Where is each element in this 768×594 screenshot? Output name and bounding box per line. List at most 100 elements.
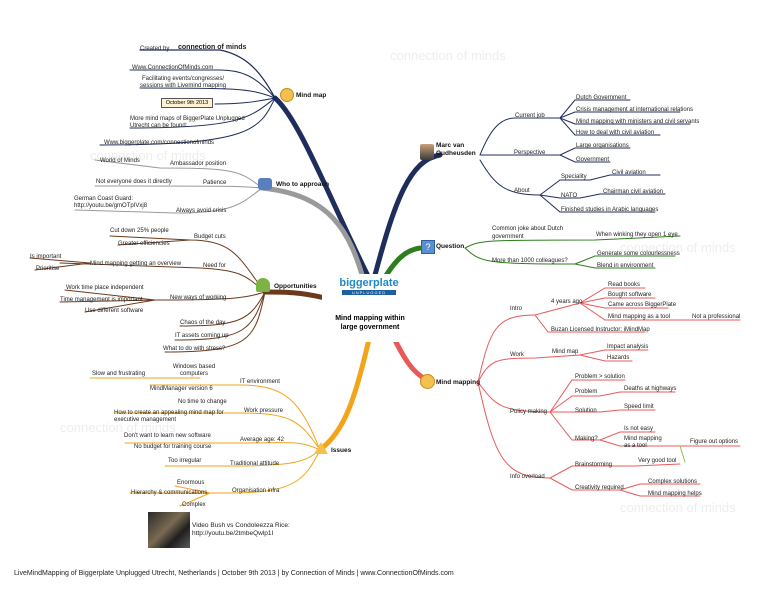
hierarchy: Hierarchy & communications xyxy=(131,490,208,496)
perspective: Perspective xyxy=(514,150,546,156)
mm-overview: Mind mapping getting an overview xyxy=(90,261,182,267)
video-link[interactable]: http://youtu.be/2tmbeQwlp1I xyxy=(192,530,274,537)
who-icon xyxy=(258,178,272,190)
avatar xyxy=(420,144,434,160)
learn-new: Don't want to learn new software xyxy=(124,433,211,439)
opportunities-icon xyxy=(256,278,270,292)
civil-aviation: Civil aviation xyxy=(612,170,646,176)
chairman: Chairman civil aviation xyxy=(603,189,664,195)
slow: Slow and frustrating xyxy=(92,371,146,377)
colourless: Generate some colourlessness xyxy=(597,251,680,257)
facilitating-1: Facilitating events/congresses/ xyxy=(142,76,225,82)
video-thumbnail[interactable] xyxy=(148,512,190,548)
windows-based: Windows based computers xyxy=(172,364,216,377)
creativity: Creativity required xyxy=(575,485,624,491)
it-env: IT environment xyxy=(240,379,280,385)
job-2: Crisis management at international relat… xyxy=(576,107,694,113)
mindmapping-label[interactable]: Mind mapping xyxy=(436,379,481,386)
brainstorming: Brainstorming xyxy=(575,462,613,468)
video-title: Video Bush vs Condoleezza Rice: xyxy=(192,522,290,529)
problem-solution: Problem > solution xyxy=(575,374,625,380)
impact: Impact analysis xyxy=(607,344,649,350)
not-professional: Not a professional xyxy=(692,314,741,320)
job-1: Dutch Government xyxy=(576,95,627,101)
job-3: Mind mapping with ministers and civil se… xyxy=(576,119,700,125)
mm-tool-2: as a tool xyxy=(624,443,647,449)
very-good: Very good tool xyxy=(638,458,677,464)
arabic: Finished studies in Arabic languages xyxy=(561,207,659,213)
government: Government xyxy=(576,157,610,163)
mm-as-tool: Mind mapping as a tool xyxy=(608,314,671,320)
average-age: Average age: 42 xyxy=(240,437,284,443)
time-place: Work time place independent xyxy=(66,285,144,291)
complex-solutions: Complex solutions xyxy=(648,479,698,485)
nato: NATO xyxy=(561,193,578,199)
years-ago: 4 years ago xyxy=(551,299,583,305)
person-name-1[interactable]: Marc van xyxy=(436,142,465,149)
not-easy: Is not easy xyxy=(624,426,654,432)
work: Work xyxy=(510,352,524,358)
mind-map-icon xyxy=(280,88,294,102)
buzan: Buzan Licensed Instructor: iMindMap xyxy=(551,327,650,333)
policy-making: Policy making xyxy=(510,409,548,415)
avoid-crisis: Always avoid crisis xyxy=(176,208,227,214)
is-important: Is important xyxy=(30,254,62,260)
watermark: connection of minds xyxy=(390,48,506,63)
logo-sub: UNPLUGGED xyxy=(342,290,396,295)
wink: When winking they open 1 eye xyxy=(596,232,678,238)
complex: Complex xyxy=(182,502,206,508)
site-link[interactable]: Www.ConnectionOfMinds.com xyxy=(132,65,214,71)
budget-cuts: Budget cuts xyxy=(194,234,226,240)
question-label[interactable]: Question xyxy=(436,243,465,250)
prioritise: Prioritise xyxy=(36,266,60,272)
opportunities-label[interactable]: Opportunities xyxy=(274,283,317,290)
colleagues: More than 1000 colleagues? xyxy=(492,258,568,264)
current-job: Current job xyxy=(515,113,545,119)
came-across: Came across BiggerPlate xyxy=(608,302,677,308)
branch-issues xyxy=(317,332,373,453)
central-topic[interactable]: biggerplate UNPLUGGED Mind mapping withi… xyxy=(322,274,418,342)
info-overload: Info overload xyxy=(510,474,545,480)
branch-person xyxy=(372,152,443,278)
watermark: connection of minds xyxy=(90,148,206,163)
issues-label[interactable]: Issues xyxy=(331,447,352,454)
need-for: Need for xyxy=(203,263,227,269)
warning-icon xyxy=(314,442,328,454)
coast-guard: German Coast Guard: http://youtu.be/gmOT… xyxy=(74,196,148,209)
brand-logo: connection of minds xyxy=(178,44,247,51)
who-label[interactable]: Who to approach xyxy=(276,181,330,188)
branch-opportunities xyxy=(262,289,328,301)
job-4: How to deal with civil aviation xyxy=(576,130,655,136)
patience: Patience xyxy=(203,180,227,186)
enormous: Enormous xyxy=(177,480,205,486)
new-ways: New ways of working xyxy=(170,295,227,301)
mind-map-item: Mind map xyxy=(552,349,579,355)
blend: Blend in environment xyxy=(597,263,654,269)
large-orgs: Large organisations xyxy=(576,143,629,149)
world-of-minds: World of Minds xyxy=(100,158,140,164)
biggerplate-link[interactable]: Www.biggerplate.com/connectionofminds xyxy=(104,140,215,146)
too-irregular: Too irregular xyxy=(168,458,202,464)
branch-who xyxy=(259,185,368,288)
person-name-2[interactable]: Oudheusden xyxy=(436,150,476,157)
it-assets: IT assets coming up xyxy=(175,333,229,339)
facilitating-2: sessions with Livemind mapping xyxy=(140,83,227,89)
speciality: Speciality xyxy=(561,174,587,180)
problem: Problem xyxy=(575,389,598,395)
making: Making? xyxy=(575,436,598,442)
appealing: How to create an appealing mind map for … xyxy=(114,410,224,423)
about: About xyxy=(514,188,530,194)
mind-map-label[interactable]: Mind map xyxy=(296,92,327,99)
intro: Intro xyxy=(510,306,523,312)
traditional: Traditional attitude xyxy=(230,461,280,467)
time-mgmt: Time management is important xyxy=(60,297,143,303)
biggerplate-logo: biggerplate UNPLUGGED xyxy=(336,276,402,300)
central-title: Mind mapping within large government xyxy=(335,315,405,331)
mm-helps: Mind mapping helps xyxy=(648,491,702,497)
hazards: Hazards xyxy=(607,355,630,361)
speed-limit: Speed limit xyxy=(624,404,654,410)
date-badge: October 9th 2013 xyxy=(161,98,213,108)
bought-software: Bought software xyxy=(608,292,652,298)
more-maps-2: Utrecht can be found: xyxy=(130,123,188,129)
joke-1: Common joke about Dutch xyxy=(492,226,564,232)
